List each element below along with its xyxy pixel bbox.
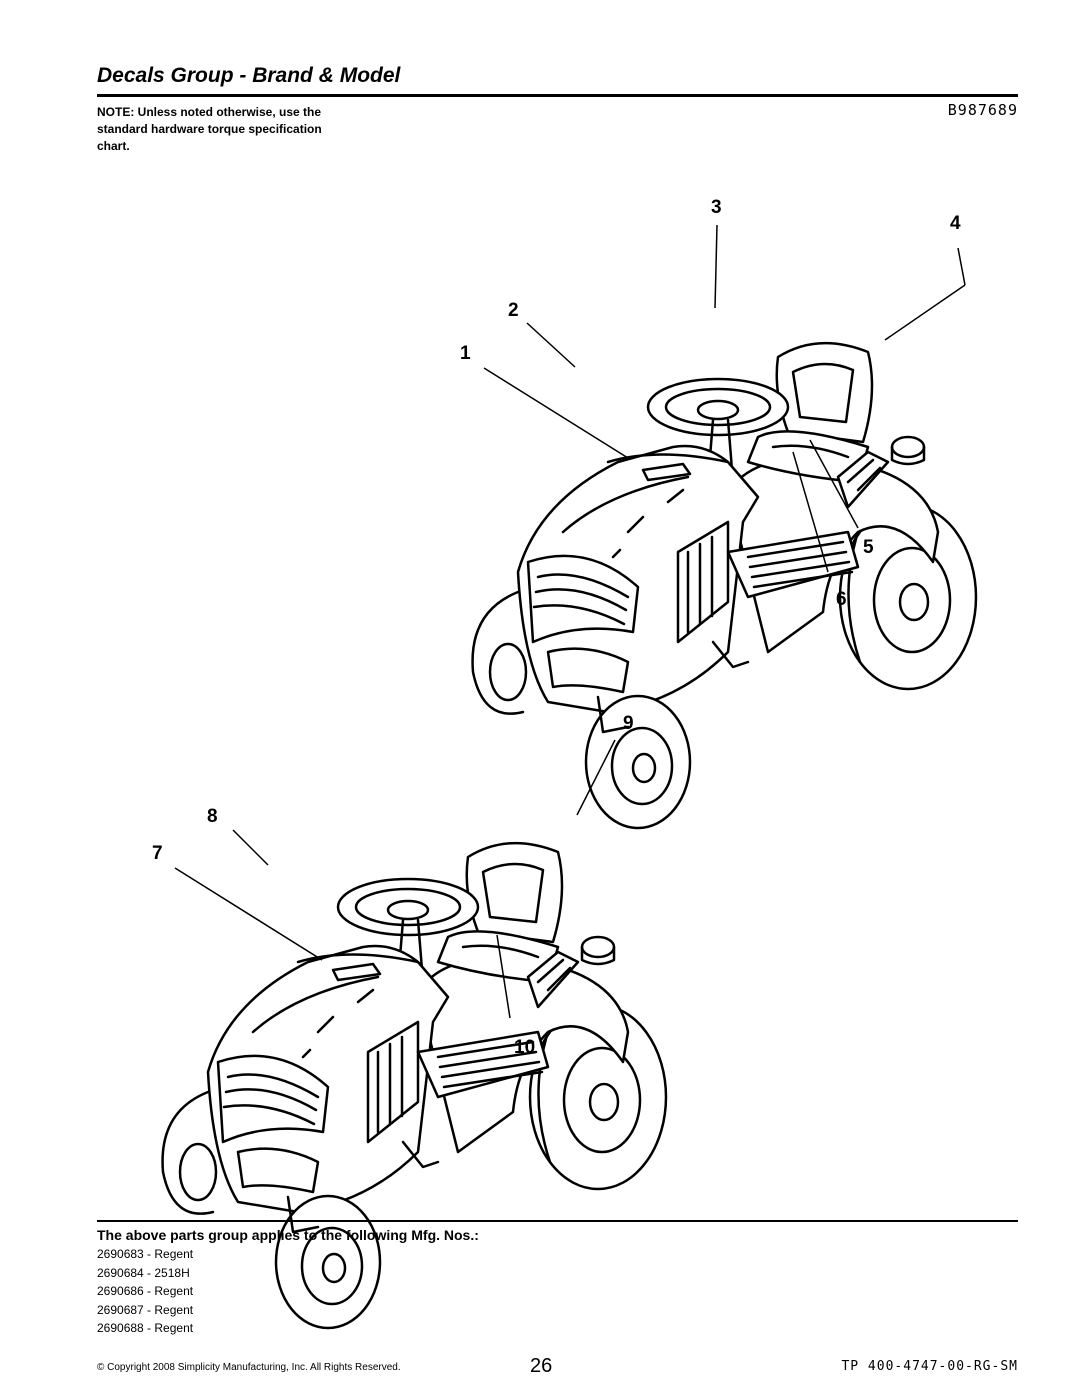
list-item: 2690686 - Regent [97, 1284, 194, 1298]
page-title: Decals Group - Brand & Model [97, 64, 401, 87]
callout-3: 3 [711, 197, 722, 218]
list-item: 2690684 - 2518H [97, 1265, 190, 1280]
torque-note: NOTE: Unless noted otherwise, use the st… [97, 105, 322, 153]
list-item: 2690683 - Regent [97, 1247, 194, 1261]
leader-lines-upper [483, 224, 966, 573]
mfg-number-list: 2690683 - Regent 2690684 - 2518H 2690686… [97, 1245, 193, 1338]
callout-5: 5 [863, 537, 874, 558]
callout-1: 1 [460, 343, 471, 364]
applies-heading: The above parts group applies to the fol… [97, 1227, 479, 1243]
applies-rule [97, 1220, 1018, 1222]
list-item: 2690687 - Regent [97, 1302, 194, 1317]
document-code: TP 400-4747-00-RG-SM [841, 1359, 1018, 1374]
callout-2: 2 [508, 300, 519, 321]
callout-8: 8 [207, 806, 218, 827]
page-number: 26 [530, 1355, 553, 1377]
callout-6: 6 [836, 589, 847, 610]
list-item: 2690688 - Regent [97, 1321, 194, 1335]
callout-9: 9 [623, 713, 634, 734]
leader-lines-lower [174, 739, 616, 1019]
callout-10: 10 [514, 1037, 536, 1058]
copyright: © Copyright 2008 Simplicity Manufacturin… [97, 1362, 401, 1373]
title-rule [97, 94, 1018, 97]
part-code: B987689 [947, 101, 1018, 119]
callout-4: 4 [950, 213, 961, 234]
callout-7: 7 [152, 843, 163, 864]
